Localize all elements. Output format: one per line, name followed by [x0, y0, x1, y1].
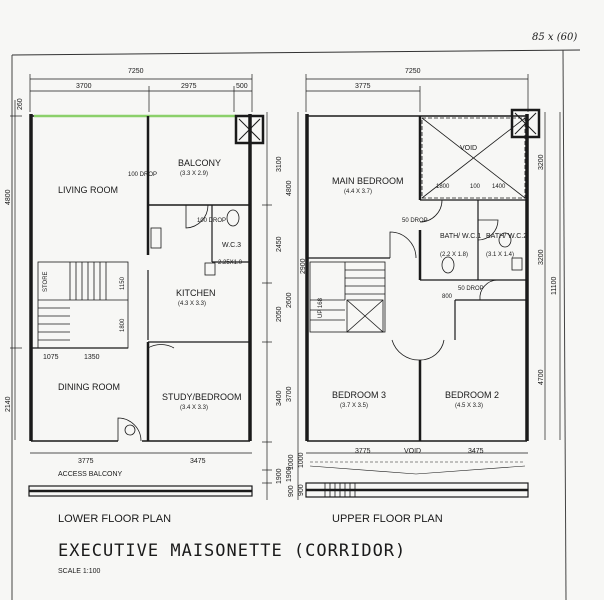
room-study: STUDY/BEDROOM: [162, 392, 242, 402]
upper-door-bedroom2: [419, 339, 445, 361]
upper-door-bath1: [419, 199, 443, 223]
upper-floor-plan: [297, 74, 561, 500]
lower-dim-inner-3: 1150: [120, 276, 126, 290]
frame-right-line: [562, 49, 567, 600]
room-wc3-size: 2.25X1.0: [218, 260, 243, 266]
lower-staircase: [37, 261, 129, 349]
sheet-reference: 85 x (60): [532, 32, 577, 43]
upper-stair-up: UP 168: [318, 297, 324, 318]
lower-overall-width: 7250: [128, 68, 144, 75]
lower-door-balcony: [185, 204, 209, 229]
room-bath1: BATH/ W.C.1: [440, 233, 481, 240]
room-main-bedroom: MAIN BEDROOM: [332, 176, 404, 186]
balcony-drop: 100 DROP: [197, 218, 226, 224]
upper-dim-bath-2: 100: [470, 184, 481, 190]
room-bath2-size: (3.1 X 1.4): [486, 252, 514, 258]
room-bedroom-3: BEDROOM 3: [332, 390, 386, 400]
upper-void-bottom: VOID: [404, 448, 421, 455]
upper-service-shaft: [510, 108, 541, 139]
lower-dim-right-3: 2050: [276, 306, 283, 322]
room-kitchen: KITCHEN: [176, 288, 216, 298]
lower-dim-inner-2: 1350: [84, 354, 100, 361]
lower-dim-right-7: 900: [288, 485, 295, 497]
wc3-toilet: [226, 209, 240, 227]
room-kitchen-size: (4.3 X 3.3): [178, 301, 206, 307]
upper-door-main-bedroom: [389, 231, 417, 259]
upper-dim-left-3: 2600: [286, 292, 293, 308]
lower-dim-top-3: 500: [236, 83, 248, 90]
upper-dim-left-6: 1000: [298, 452, 305, 468]
lower-floor-plan: [10, 74, 272, 500]
upper-dim-right-4: 11100: [551, 276, 558, 295]
upper-dim-bath-3: 1400: [492, 184, 506, 190]
lower-dim-right-1: 3100: [276, 156, 283, 172]
room-living: LIVING ROOM: [58, 185, 118, 195]
room-bedroom-2: BEDROOM 2: [445, 390, 499, 400]
upper-dim-top-1: 3775: [355, 83, 371, 90]
drawing-scale: SCALE 1:100: [58, 568, 101, 575]
room-bedroom-3-size: (3.7 X 3.5): [340, 403, 368, 409]
upper-dim-left-5: 1900: [286, 466, 293, 482]
upper-dim-right-2: 3200: [538, 249, 545, 265]
upper-door-bath2: [477, 219, 499, 241]
upper-void-top: VOID: [460, 145, 477, 152]
upper-overall-width: 7250: [405, 68, 421, 75]
access-balcony-label: ACCESS BALCONY: [58, 471, 123, 478]
drawing-title: EXECUTIVE MAISONETTE (CORRIDOR): [58, 541, 406, 561]
lower-dim-left-2: 4800: [5, 189, 12, 205]
upper-staircase: [309, 261, 386, 333]
lower-floor-labels: 7250 3700 2975 500 260 4800 2140 3100 24…: [5, 68, 295, 497]
upper-dim-bath-1: 1800: [436, 184, 450, 190]
upper-dim-800: 800: [442, 294, 453, 300]
upper-floor-label: UPPER FLOOR PLAN: [332, 513, 443, 525]
room-bedroom-2-size: (4.5 X 3.3): [455, 403, 483, 409]
lower-door-entrance: [117, 417, 142, 442]
lower-dim-right-2: 2450: [276, 236, 283, 252]
frame-top-line: [11, 49, 581, 56]
upper-dim-bottom-1: 3775: [355, 448, 371, 455]
room-bath2: BATH/ W.C.2: [486, 233, 527, 240]
lower-dim-right-4: 3400: [276, 390, 283, 406]
upper-dim-left-7: 900: [298, 484, 305, 496]
upper-dim-right-1: 3200: [538, 154, 545, 170]
lower-dim-bottom-1: 3775: [78, 458, 94, 465]
lower-dim-top-2: 2975: [181, 83, 197, 90]
lower-dim-top-1: 3700: [76, 83, 92, 90]
lower-dim-inner-4: 1800: [120, 318, 126, 332]
lower-dim-right-6: 1000: [288, 454, 295, 470]
lower-dim-left-3: 2140: [5, 396, 12, 412]
lower-dim-right-5: 1900: [276, 468, 283, 484]
upper-dim-left-1: 4800: [286, 180, 293, 196]
room-balcony-size: (3.3 X 2.9): [180, 171, 208, 177]
room-main-bedroom-size: (4.4 X 3.7): [344, 189, 372, 195]
upper-floor-labels: 7250 3775 4800 2900 2600 3700 1900 1000 …: [286, 68, 558, 496]
upper-dim-right-3: 4700: [538, 369, 545, 385]
bath1-toilet: [441, 256, 455, 274]
lower-floor-label: LOWER FLOOR PLAN: [58, 513, 171, 525]
lower-dim-left-1: 260: [17, 98, 24, 110]
room-balcony: BALCONY: [178, 158, 221, 168]
lower-service-shaft: [234, 114, 265, 145]
upper-door-bedroom3: [391, 339, 421, 361]
upper-dim-left-4: 3700: [286, 386, 293, 402]
lower-door-study: [147, 344, 175, 349]
lower-store-label: STORE: [43, 271, 49, 292]
upper-dim-left-2: 2900: [300, 258, 307, 274]
room-dining: DINING ROOM: [58, 382, 120, 392]
living-drop: 100 DROP: [128, 172, 157, 178]
room-study-size: (3.4 X 3.3): [180, 405, 208, 411]
room-bath1-size: (2.2 X 1.8): [440, 252, 468, 258]
bath2-toilet: [498, 232, 512, 248]
kitchen-sink: [150, 227, 162, 249]
upper-drop-a: 50 DROP: [402, 218, 428, 224]
lower-dim-bottom-2: 3475: [190, 458, 206, 465]
upper-dim-bottom-2: 3475: [468, 448, 484, 455]
lower-dim-inner-1: 1075: [43, 354, 59, 361]
room-wc3: W.C.3: [222, 242, 241, 249]
upper-drop-b: 50 DROP: [458, 286, 484, 292]
upper-void-area: [421, 117, 526, 199]
